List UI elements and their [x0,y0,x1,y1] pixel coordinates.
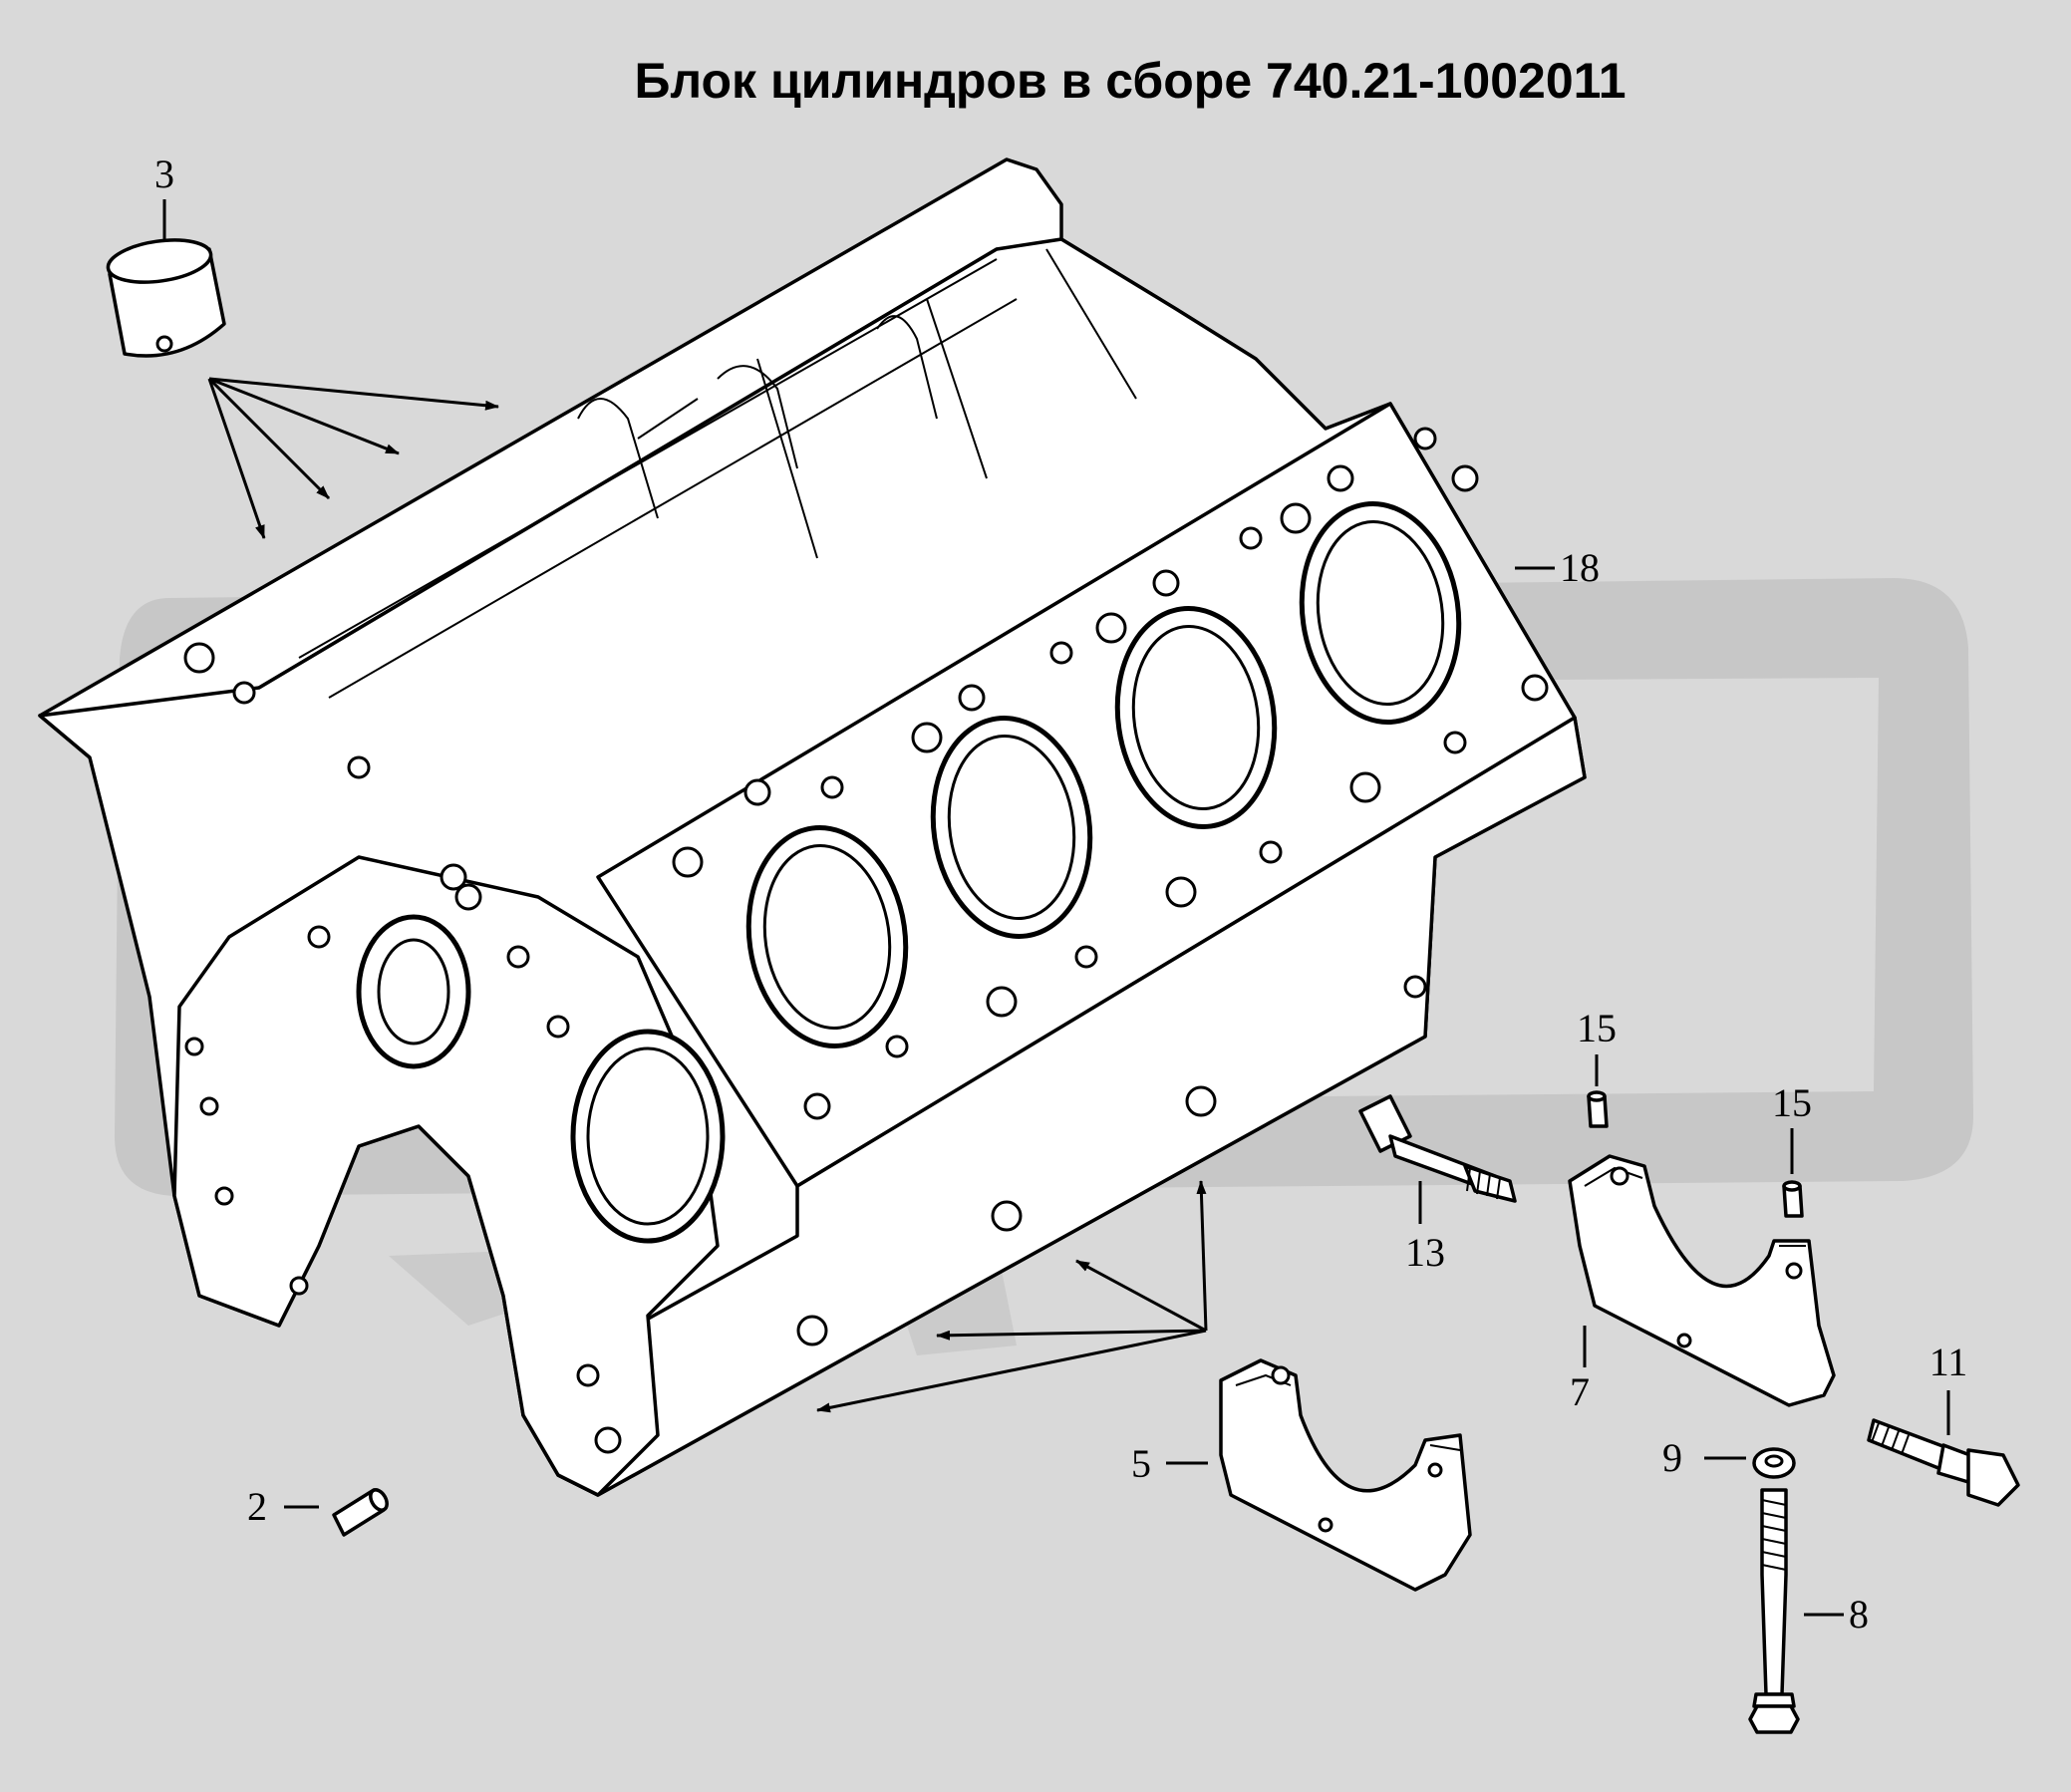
part-15-dowel-a[interactable] [1587,1090,1609,1128]
part-15-dowel-b[interactable] [1782,1180,1804,1218]
callout-13: 13 [1405,1230,1445,1275]
part-9-washer[interactable] [1752,1447,1796,1479]
part-7-bearing-cap[interactable] [1568,1154,1836,1407]
callout-9: 9 [1662,1435,1682,1480]
callout-11: 11 [1929,1340,1968,1384]
part-8-stud-bolt[interactable] [1748,1488,1800,1734]
part-11-side-bolt[interactable] [1867,1418,2020,1507]
callout-7: 7 [1570,1369,1590,1414]
cylinder-bores [745,501,1462,1048]
callout-5: 5 [1131,1441,1151,1486]
callout-3: 3 [154,151,174,196]
part-2-dowel-pin[interactable] [332,1487,391,1537]
callout-18: 18 [1560,545,1600,590]
callout-8: 8 [1849,1592,1869,1637]
part-13-bolt[interactable] [1358,1094,1517,1203]
callout-15-b: 15 [1772,1080,1812,1125]
part-3-camshaft-bushing[interactable] [106,234,226,358]
deck-holes [672,427,1549,1120]
part-5-main-bearing-cap[interactable] [1219,1358,1472,1592]
cap-direction-arrows [816,1180,1208,1413]
bushing-location-arrows [207,377,499,539]
cylinder-block[interactable] [38,157,1587,1497]
callout-2: 2 [247,1484,267,1529]
callout-15-a: 15 [1577,1006,1617,1050]
diagram-title: Блок цилиндров в сборе 740.21-1002011 [634,53,1627,109]
